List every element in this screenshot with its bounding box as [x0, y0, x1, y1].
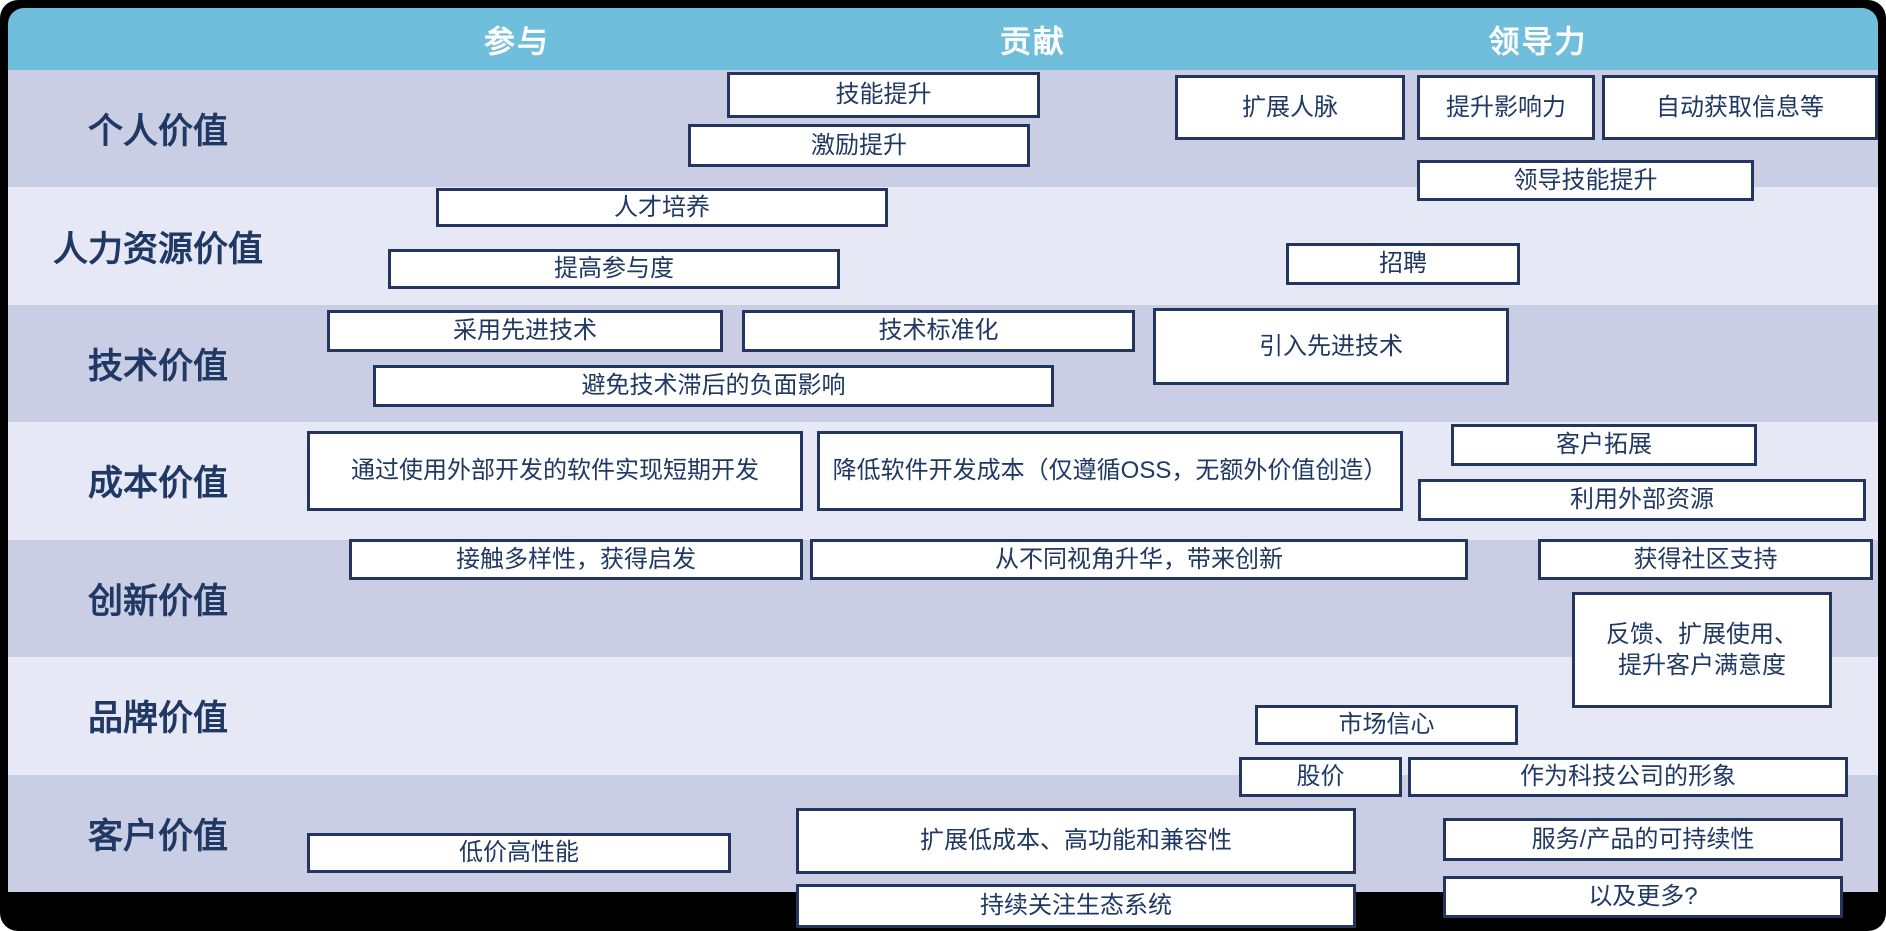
- row-label-hr-value: 人力资源价值: [52, 229, 263, 269]
- row-brand-value: 品牌价值: [8, 657, 1878, 775]
- column-header-contribution: 贡献: [1000, 24, 1066, 60]
- row-customer-value: 客户价值: [8, 774, 1878, 892]
- row-label-brand-value: 品牌价值: [87, 699, 228, 739]
- row-cost-value: 成本价值: [8, 422, 1878, 540]
- row-label-cost-value: 成本价值: [87, 464, 228, 504]
- column-header-band: 参与 贡献 领导力: [8, 8, 1878, 70]
- row-label-customer-value: 客户价值: [87, 816, 228, 856]
- row-personal-value: 个人价值: [8, 70, 1878, 188]
- row-hr-value: 人力资源价值: [8, 187, 1878, 305]
- row-technical-value: 技术价值: [8, 304, 1878, 423]
- column-header-leadership: 领导力: [1488, 24, 1588, 60]
- row-label-technical-value: 技术价值: [87, 347, 228, 387]
- row-label-personal-value: 个人价值: [87, 112, 228, 152]
- column-header-participation: 参与: [484, 24, 550, 60]
- row-innovation-value: 创新价值: [8, 539, 1878, 658]
- row-label-innovation-value: 创新价值: [87, 581, 228, 621]
- diagram-slide: 参与 贡献 领导力 个人价值 人力资源价值 技术价值 成本价值 创新价值 品牌价…: [8, 8, 1878, 892]
